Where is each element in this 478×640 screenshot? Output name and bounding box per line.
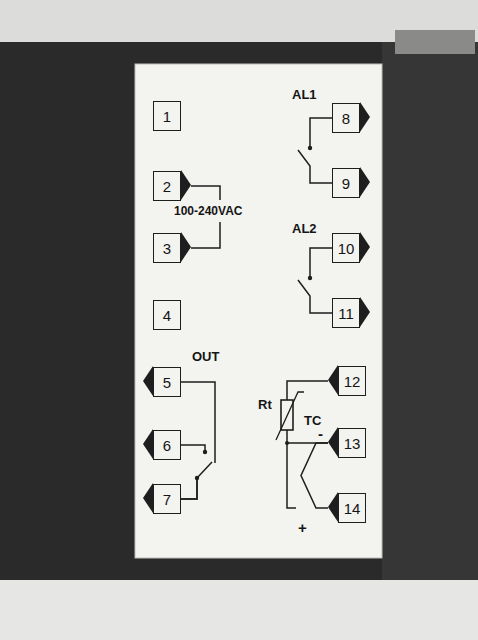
terminal-label: AL2 [291,222,318,236]
terminal-number: 11 [338,306,354,321]
terminal-box: 1 [153,101,181,131]
terminal-box: 4 [153,300,181,330]
terminal-label: Rt [257,398,273,412]
terminal-tab [360,167,371,197]
terminal-tab [327,365,338,395]
terminal-number: 9 [342,176,350,191]
terminal-tab [360,232,371,262]
terminal-box: 12 [338,366,366,396]
terminal-box: 9 [332,168,360,198]
terminal-box: 10 [332,233,360,263]
terminal-number: 12 [344,374,361,389]
wire [181,382,215,499]
terminal-tab [181,232,192,262]
terminal-number: 3 [163,241,171,256]
terminal-number: 4 [163,308,171,323]
terminal-box: 13 [338,428,366,458]
terminal-label: AL1 [291,88,318,102]
wire [298,248,332,313]
terminal-tab [327,492,338,522]
terminal-tab [181,170,192,200]
terminal-tab [142,366,153,396]
terminal-box: 5 [153,367,181,397]
terminal-box: 3 [153,233,181,263]
terminal-number: 5 [163,375,171,390]
terminal-number: 10 [338,241,355,256]
terminal-box: 7 [153,484,181,514]
terminal-label: OUT [191,350,220,364]
terminal-tab [360,102,371,132]
terminal-number: 14 [344,501,361,516]
terminal-box: 6 [153,430,181,460]
terminal-label: 100-240VAC [173,205,243,218]
terminal-tab [360,297,371,327]
terminal-number: 6 [163,438,171,453]
terminal-number: 13 [344,436,361,451]
terminal-box: 11 [332,298,360,328]
wire [287,381,328,443]
wire [287,443,328,508]
terminal-tab [142,483,153,513]
terminal-number: 8 [342,111,350,126]
terminal-box: 8 [332,103,360,133]
terminal-tab [327,427,338,457]
terminal-label: - [317,426,324,443]
wire [298,118,332,183]
terminal-number: 1 [163,109,171,124]
terminal-box: 2 [153,171,181,201]
terminal-label: + [297,520,308,537]
terminal-box: 14 [338,493,366,523]
terminal-number: 2 [163,179,171,194]
terminal-number: 7 [163,492,171,507]
wire [181,445,205,499]
terminal-tab [142,429,153,459]
